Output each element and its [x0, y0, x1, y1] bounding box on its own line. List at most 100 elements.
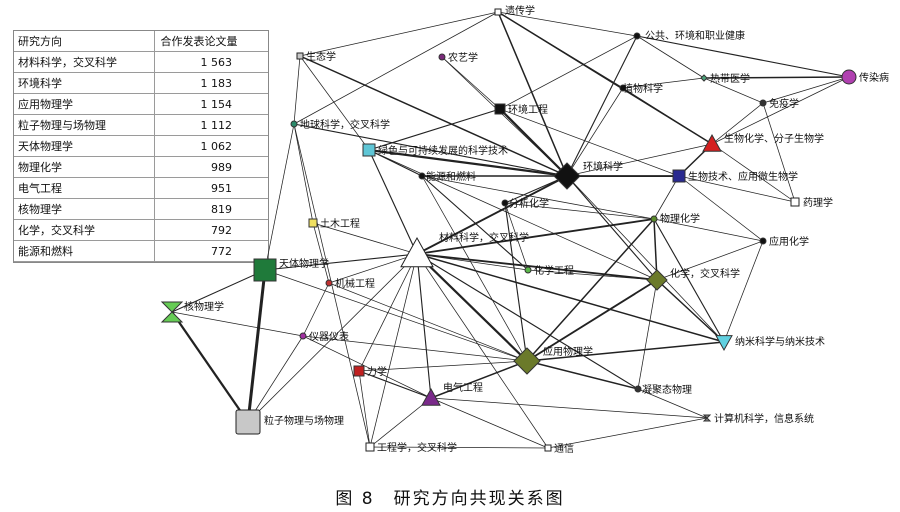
node-huaxuegongcheng: 化学工程 — [524, 264, 574, 277]
node-marker-shengwuhuaxue — [702, 133, 722, 152]
node-yiqiyibiao: 仪器仪表 — [299, 330, 349, 343]
edge-cailiaokexue-yingyongwulixue — [416, 253, 528, 362]
direction-cell: 应用物理学 — [14, 93, 155, 115]
edge-mianyixue-chuanranbing — [762, 76, 850, 104]
edge-diqiukexue-shengtaixue — [293, 55, 301, 125]
edge-zhiwukexue-redaiyixue — [622, 77, 705, 89]
node-marker-nengyuan — [418, 172, 426, 180]
edge-nengyuan-wulihuaxue — [421, 175, 655, 220]
edge-shengwuhuaxue-zhiwukexue — [622, 87, 713, 145]
node-layer: 遗传学公共、环境和职业健康生态学农艺学热带医学传染病植物科学环境工程免疫学地球科… — [160, 4, 889, 455]
edge-lizi-hewulixue — [171, 311, 249, 423]
node-marker-lizi — [235, 409, 261, 435]
node-marker-wulihuaxue — [650, 215, 658, 223]
edge-huanjingkexue-huaxuejiaocha — [566, 175, 658, 281]
direction-cell: 物理化学 — [14, 156, 155, 178]
edge-nengyuan-huaxuegongcheng — [421, 175, 529, 271]
count-cell: 1 154 — [153, 93, 268, 115]
edge-cailiaokexue-nami — [416, 253, 725, 343]
node-marker-dianqigongcheng — [421, 387, 441, 406]
edge-lixue-gongchengxue — [358, 370, 371, 448]
col-header-direction: 研究方向 — [14, 31, 155, 52]
edge-yiqiyibiao-jixiegongcheng — [302, 282, 330, 337]
node-marker-diqiukexue — [290, 120, 298, 128]
node-marker-yingyongwulixue — [513, 347, 541, 375]
node-label-lvse: 绿色与可持续发展的科学技术 — [378, 144, 508, 157]
edge-nongyixue-huanjinggongcheng — [441, 56, 501, 110]
count-cell: 951 — [153, 177, 268, 199]
edge-huanjingkexue-gonggong — [566, 35, 638, 177]
edge-yingyonghuaxue-wulihuaxue — [653, 218, 764, 242]
node-label-hewulixue: 核物理学 — [184, 300, 224, 313]
node-label-huanjingkexue: 环境科学 — [583, 160, 623, 173]
node-label-chuanranbing: 传染病 — [859, 71, 889, 84]
edge-yingyonghuaxue-shengwujishu — [678, 175, 764, 242]
count-cell: 792 — [153, 219, 268, 241]
edge-cailiaokexue-ningjutai — [416, 253, 639, 390]
edge-gonggong-chuanranbing — [636, 35, 850, 78]
node-diqiukexue: 地球科学，交叉科学 — [290, 118, 390, 131]
edge-diqiukexue-gongchengxue — [293, 123, 371, 448]
node-tumugongcheng: 土木工程 — [308, 217, 360, 230]
node-yichuanxue: 遗传学 — [494, 4, 535, 17]
edge-cailiaokexue-huanjingkexue — [416, 175, 568, 255]
count-cell: 1 062 — [153, 135, 268, 157]
node-label-mianyixue: 免疫学 — [769, 97, 799, 110]
node-marker-nongyixue — [438, 53, 446, 61]
edge-yichuanxue-gonggong — [497, 11, 638, 37]
node-label-fenxihuaxue: 分析化学 — [509, 197, 549, 210]
edge-lvse-cailiaokexue — [368, 149, 418, 255]
node-label-cailiaokexue: 材料科学，交叉科学 — [439, 231, 529, 244]
node-chuanranbing: 传染病 — [841, 69, 889, 85]
edge-layer — [171, 11, 850, 449]
node-marker-hewulixue — [160, 301, 184, 323]
node-label-wulihuaxue: 物理化学 — [660, 212, 700, 225]
edge-yingyongwulixue-huaxuejiaocha — [526, 279, 658, 362]
node-label-tumugongcheng: 土木工程 — [320, 217, 360, 230]
node-marker-yaolixue — [790, 197, 800, 207]
node-label-huanjinggongcheng: 环境工程 — [508, 103, 548, 116]
node-cailiaokexue: 材料科学，交叉科学 — [400, 231, 529, 268]
table-header-row: 研究方向 合作发表论文量 — [14, 31, 268, 52]
edge-huanjinggongcheng-gonggong — [499, 35, 638, 110]
node-label-gonggong: 公共、环境和职业健康 — [645, 29, 745, 42]
direction-cell: 能源和燃料 — [14, 240, 155, 262]
edge-yiqiyibiao-hewulixue — [171, 311, 304, 337]
edge-mianyixue-redaiyixue — [703, 77, 764, 104]
node-marker-huaxuegongcheng — [524, 266, 532, 274]
node-label-jixiegongcheng: 机械工程 — [335, 277, 375, 290]
edge-huanjingkexue-nongyixue — [441, 56, 568, 177]
node-marker-huanjingkexue — [553, 162, 581, 190]
node-label-shengwuhuaxue: 生物化学、分子生物学 — [724, 132, 824, 145]
node-marker-huaxuejiaocha — [646, 269, 668, 291]
edge-huanjingkexue-lvse — [368, 148, 568, 178]
edge-huanjingkexue-zhiwukexue — [566, 87, 624, 177]
node-dianqigongcheng: 电气工程 — [421, 381, 483, 406]
edge-lizi-cailiaokexue — [247, 253, 418, 423]
node-huanjinggongcheng: 环境工程 — [494, 103, 548, 116]
node-label-yingyongwulixue: 应用物理学 — [543, 345, 593, 358]
node-lixue: 力学 — [353, 365, 387, 378]
edge-jisuanji-tongxin — [547, 417, 708, 449]
edge-tumugongcheng-cailiaokexue — [312, 222, 418, 255]
node-label-dianqigongcheng: 电气工程 — [443, 381, 483, 394]
count-cell: 1 183 — [153, 72, 268, 94]
edge-fenxihuaxue-wulihuaxue — [504, 202, 655, 220]
edge-yichuanxue-diqiukexue — [293, 11, 499, 125]
edge-tumugongcheng-jixiegongcheng — [312, 222, 330, 284]
node-marker-yiqiyibiao — [299, 332, 307, 340]
node-label-huaxuejiaocha: 化学，交叉科学 — [670, 267, 740, 280]
node-marker-tumugongcheng — [308, 218, 318, 228]
direction-cell: 环境科学 — [14, 72, 155, 94]
edge-yingyongwulixue-nami — [526, 341, 725, 362]
node-shengtaixue: 生态学 — [296, 50, 336, 63]
node-marker-shengtaixue — [296, 52, 304, 60]
node-label-zhiwukexue: 植物科学 — [623, 82, 663, 95]
edge-dianqigongcheng-tongxin — [430, 397, 549, 449]
edge-huanjingkexue-shengwuhuaxue — [566, 143, 713, 177]
node-label-lizi: 粒子物理与场物理 — [264, 414, 344, 427]
